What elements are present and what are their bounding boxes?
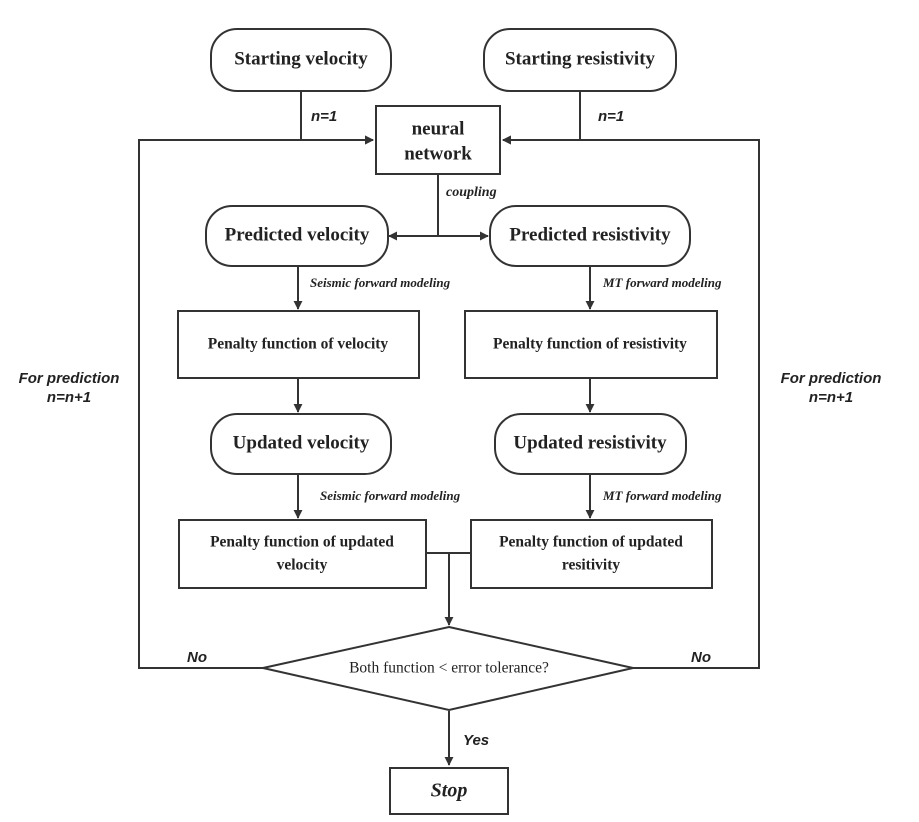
edge-label-n1-right: n=1 <box>598 108 624 125</box>
predicted-resistivity-node: Predicted resistivity <box>489 205 691 267</box>
penalty-updated-resistivity-node: Penalty function of updated resitivity <box>470 519 713 589</box>
updated-velocity-node: Updated velocity <box>210 413 392 475</box>
penalty-velocity-node: Penalty function of velocity <box>177 310 420 379</box>
edge-label-no-right: No <box>691 649 711 666</box>
penalty-updated-resistivity-label-line1: Penalty function of updated <box>499 534 683 551</box>
edge-start-resistivity-to-nn <box>502 91 581 145</box>
updated-resistivity-label: Updated resistivity <box>513 432 667 453</box>
decision-node: Both function < error tolerance? <box>262 625 634 712</box>
updated-velocity-label: Updated velocity <box>233 432 370 453</box>
penalty-updated-velocity-label-line2: velocity <box>277 557 328 574</box>
connectors <box>138 91 760 766</box>
stop-node: Stop <box>389 767 509 815</box>
side-label-left-line1: For prediction <box>19 370 120 387</box>
predicted-velocity-label: Predicted velocity <box>225 224 370 245</box>
edge-label-seismic-2: Seismic forward modeling <box>320 488 461 503</box>
penalty-velocity-label: Penalty function of velocity <box>208 336 389 353</box>
side-label-right-line2: n=n+1 <box>809 389 853 406</box>
edge-label-no-left: No <box>187 649 207 666</box>
edge-label-seismic-1: Seismic forward modeling <box>310 275 451 290</box>
starting-velocity-label: Starting velocity <box>234 48 368 69</box>
penalty-updated-velocity-node: Penalty function of updated velocity <box>178 519 427 589</box>
penalty-updated-resistivity-label-line2: resitivity <box>562 557 621 574</box>
updated-resistivity-node: Updated resistivity <box>494 413 687 475</box>
edge-label-yes: Yes <box>463 732 489 749</box>
starting-resistivity-node: Starting resistivity <box>483 28 677 92</box>
neural-network-label-line1: neural <box>412 118 465 139</box>
predicted-velocity-node: Predicted velocity <box>205 205 389 267</box>
penalty-resistivity-label: Penalty function of resistivity <box>493 336 687 353</box>
predicted-resistivity-label: Predicted resistivity <box>509 224 671 245</box>
edge-label-mt-1: MT forward modeling <box>602 275 722 290</box>
neural-network-node: neural network <box>375 105 501 175</box>
penalty-resistivity-node: Penalty function of resistivity <box>464 310 718 379</box>
side-label-right-line1: For prediction <box>781 370 882 387</box>
edge-label-mt-2: MT forward modeling <box>602 488 722 503</box>
edge-left-feedback-loop <box>138 135 374 669</box>
starting-resistivity-label: Starting resistivity <box>505 48 656 69</box>
edge-label-coupling: coupling <box>446 185 497 200</box>
side-label-left-line2: n=n+1 <box>47 389 91 406</box>
penalty-updated-velocity-label-line1: Penalty function of updated <box>210 534 394 551</box>
stop-label: Stop <box>431 780 468 802</box>
neural-network-label-line2: network <box>404 143 472 164</box>
edge-label-n1-left: n=1 <box>311 108 337 125</box>
starting-velocity-node: Starting velocity <box>210 28 392 92</box>
decision-label: Both function < error tolerance? <box>349 660 549 677</box>
edge-right-feedback-loop <box>502 135 760 669</box>
